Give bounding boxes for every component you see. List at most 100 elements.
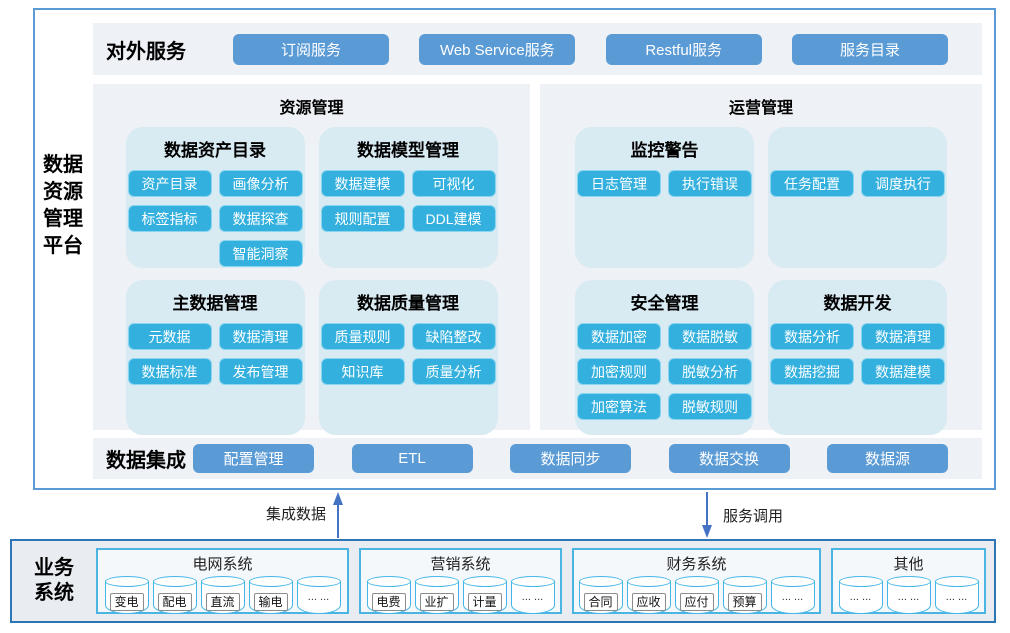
feature-chip[interactable]: 可视化: [411, 170, 496, 197]
service-button[interactable]: 服务目录: [791, 33, 948, 65]
up-arrow-icon: [333, 492, 343, 538]
integration-button[interactable]: ETL: [351, 444, 473, 473]
group-title: 数据资产目录: [164, 141, 266, 160]
feature-chip[interactable]: 缺陷整改: [411, 323, 496, 350]
data-integration-buttons: 配置管理 ETL 数据同步 数据交换 数据源: [193, 444, 948, 473]
database-label: 直流: [205, 593, 240, 611]
feature-chip[interactable]: 调度执行: [861, 170, 945, 197]
group-security-mgmt: 安全管理 数据加密数据脱敏加密规则脱敏分析加密算法脱敏规则: [575, 280, 754, 435]
service-button[interactable]: Web Service服务: [419, 33, 576, 65]
operation-group-grid: 监控警告 日志管理执行错误 任务配置调度执行 安全管理 数据加密数据脱敏加密规则…: [540, 127, 982, 435]
cylinder-top: [578, 576, 623, 587]
system-title: 电网系统: [192, 556, 253, 573]
database-cylinder: 配电: [152, 576, 197, 614]
cylinder-top: [104, 576, 149, 587]
feature-chip[interactable]: 元数据: [127, 323, 212, 350]
group-data-asset-catalog: 数据资产目录 资产目录画像分析标签指标数据探查智能洞察: [125, 127, 305, 268]
feature-chip[interactable]: 数据脱敏: [668, 323, 752, 350]
feature-chip[interactable]: 画像分析: [218, 170, 303, 197]
platform-title: 数据资源管理平台: [33, 152, 93, 260]
chip-grid: 元数据数据清理数据标准发布管理: [126, 323, 305, 385]
integration-button[interactable]: 配置管理: [193, 444, 314, 473]
system-title: 其他: [893, 556, 924, 573]
database-label: ... ...: [897, 591, 920, 603]
feature-chip[interactable]: 加密规则: [577, 358, 661, 385]
database-label: ... ...: [849, 591, 872, 603]
database-cylinder: ... ...: [510, 576, 555, 614]
data-integration-band: 数据集成 配置管理 ETL 数据同步 数据交换 数据源: [93, 438, 982, 479]
flow-up-label: 集成数据: [265, 506, 326, 523]
resource-group-grid: 数据资产目录 资产目录画像分析标签指标数据探查智能洞察 数据模型管理 数据建模可…: [93, 127, 530, 435]
feature-chip[interactable]: 数据建模: [320, 170, 405, 197]
feature-chip[interactable]: 智能洞察: [218, 240, 303, 267]
feature-chip[interactable]: 知识库: [320, 358, 405, 385]
feature-chip[interactable]: 数据清理: [218, 323, 303, 350]
data-integration-label: 数据集成: [106, 450, 186, 472]
feature-chip[interactable]: 数据挖掘: [770, 358, 854, 385]
database-label: ... ...: [521, 591, 544, 603]
feature-chip[interactable]: 数据加密: [577, 323, 661, 350]
chip-grid: 任务配置调度执行: [768, 170, 947, 197]
group-title: 监控警告: [630, 141, 699, 160]
database-label: 配电: [157, 593, 192, 611]
feature-chip[interactable]: 标签指标: [127, 205, 212, 232]
database-label: 电费: [371, 593, 406, 611]
operation-management-title: 运营管理: [728, 100, 793, 117]
down-arrow-icon: [702, 492, 712, 538]
feature-chip[interactable]: 加密算法: [577, 393, 661, 420]
cylinder-top: [838, 576, 883, 587]
feature-chip[interactable]: 数据探查: [218, 205, 303, 232]
feature-chip[interactable]: 日志管理: [577, 170, 661, 197]
cylinder-top: [152, 576, 197, 587]
cylinder-top: [414, 576, 459, 587]
chip-grid: 数据分析数据清理数据挖掘数据建模: [768, 323, 947, 385]
group-title: 安全管理: [630, 294, 699, 313]
database-label: ... ...: [781, 591, 804, 603]
database-cylinder: ... ...: [886, 576, 931, 614]
cylinder-top: [462, 576, 507, 587]
operation-management-panel: 运营管理 监控警告 日志管理执行错误 任务配置调度执行 安全管理 数据加密数据脱…: [540, 84, 982, 435]
database-label: 预算: [727, 593, 762, 611]
feature-chip[interactable]: DDL建模: [411, 205, 496, 232]
feature-chip[interactable]: 脱敏分析: [668, 358, 752, 385]
system-box-grid-system: 电网系统 变电 配电: [96, 548, 349, 614]
feature-chip[interactable]: 质量分析: [411, 358, 496, 385]
database-cylinder: ... ...: [838, 576, 883, 614]
database-label: 计量: [467, 593, 502, 611]
service-button[interactable]: Restful服务: [605, 33, 762, 65]
feature-chip[interactable]: 数据建模: [861, 358, 945, 385]
feature-chip[interactable]: 发布管理: [218, 358, 303, 385]
business-systems-label: 业务系统: [12, 556, 96, 606]
system-box-finance-system: 财务系统 合同 应收: [572, 548, 821, 614]
service-button[interactable]: 订阅服务: [233, 33, 389, 65]
feature-chip[interactable]: 数据标准: [127, 358, 212, 385]
integration-button[interactable]: 数据源: [827, 444, 948, 473]
cylinder-top: [200, 576, 245, 587]
feature-chip[interactable]: 规则配置: [320, 205, 405, 232]
feature-chip[interactable]: 资产目录: [127, 170, 212, 197]
system-box-marketing-system: 营销系统 电费 业扩: [359, 548, 562, 614]
integration-button[interactable]: 数据交换: [668, 444, 790, 473]
feature-chip[interactable]: 执行错误: [668, 170, 752, 197]
cylinder-top: [674, 576, 719, 587]
feature-chip[interactable]: 数据分析: [770, 323, 854, 350]
feature-chip[interactable]: 数据清理: [861, 323, 945, 350]
database-cylinder: 预算: [722, 576, 767, 614]
cylinder-top: [510, 576, 555, 587]
resource-management-title: 资源管理: [279, 100, 344, 117]
feature-chip[interactable]: 质量规则: [320, 323, 405, 350]
resource-management-panel: 资源管理 数据资产目录 资产目录画像分析标签指标数据探查智能洞察 数据模型管理 …: [93, 84, 530, 435]
database-cylinder: 输电: [248, 576, 293, 614]
database-label: 输电: [253, 593, 288, 611]
database-cylinder: 直流: [200, 576, 245, 614]
system-title: 财务系统: [666, 556, 727, 573]
group-monitor-alert: 监控警告 日志管理执行错误: [575, 127, 754, 268]
feature-chip[interactable]: 脱敏规则: [668, 393, 752, 420]
chip-grid: 数据加密数据脱敏加密规则脱敏分析加密算法脱敏规则: [575, 323, 754, 420]
database-cylinder: ... ...: [296, 576, 341, 614]
database-cylinder: 电费: [366, 576, 411, 614]
database-label: ... ...: [307, 591, 330, 603]
integration-button[interactable]: 数据同步: [510, 444, 631, 473]
platform-title-line: 管理: [43, 208, 83, 230]
feature-chip[interactable]: 任务配置: [770, 170, 854, 197]
